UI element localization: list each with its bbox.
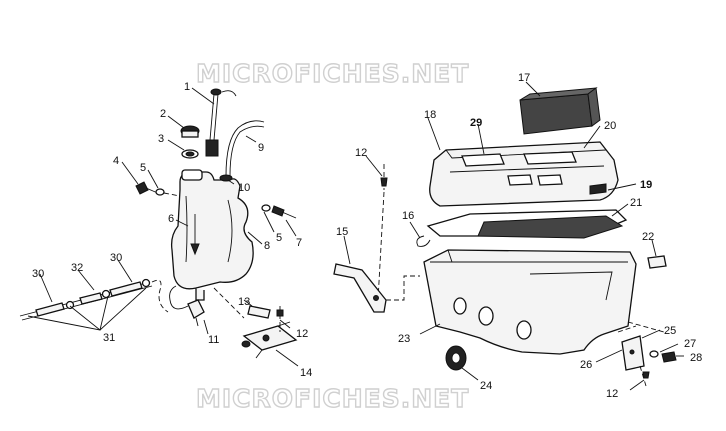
clamp-a bbox=[65, 300, 75, 310]
callout-16: 16 bbox=[402, 210, 414, 222]
fuel-line-assembly bbox=[19, 278, 169, 321]
outlet-fitting bbox=[195, 288, 205, 301]
callout-12-tank: 12 bbox=[296, 328, 308, 340]
watermark-bottom: MICROFICHES.NET bbox=[196, 384, 469, 413]
callout-14: 14 bbox=[300, 367, 312, 379]
grommet-24 bbox=[445, 345, 467, 371]
grommet bbox=[219, 174, 233, 182]
cover-latch bbox=[589, 183, 607, 195]
filler-neck bbox=[181, 169, 203, 181]
foam-filter bbox=[519, 87, 601, 135]
callout-3: 3 bbox=[158, 133, 164, 145]
callout-24: 24 bbox=[480, 380, 492, 392]
fuel-tank-assembly bbox=[170, 169, 254, 301]
callout-5-right: 5 bbox=[276, 232, 282, 244]
airbox-cover bbox=[429, 141, 619, 207]
fuel-filter bbox=[79, 292, 103, 305]
callout-32: 32 bbox=[71, 262, 83, 274]
clamp-c bbox=[141, 278, 151, 288]
callout-7: 7 bbox=[296, 237, 302, 249]
callout-10: 10 bbox=[238, 182, 250, 194]
callout-30-left: 30 bbox=[32, 268, 44, 280]
fuel-line-30b bbox=[109, 281, 143, 297]
callout-20: 20 bbox=[604, 120, 616, 132]
callout-12-airbox: 12 bbox=[355, 147, 367, 159]
washer-5a bbox=[155, 188, 165, 196]
drain-fitting bbox=[169, 285, 205, 327]
callout-labels: 1 2 3 4 5 5 6 7 8 9 10 11 12 12 12 13 14… bbox=[32, 72, 702, 400]
callout-13: 13 bbox=[238, 296, 250, 308]
airbox-bracket bbox=[333, 263, 387, 313]
callout-29: 29 bbox=[470, 117, 482, 129]
bolt-28 bbox=[661, 351, 677, 363]
bolt-4 bbox=[135, 181, 161, 195]
cover-recess-29 bbox=[461, 153, 505, 167]
callout-17: 17 bbox=[518, 72, 530, 84]
callout-22: 22 bbox=[642, 231, 654, 243]
callout-18: 18 bbox=[424, 109, 436, 121]
callout-12-lower: 12 bbox=[606, 388, 618, 400]
callout-30-right: 30 bbox=[110, 252, 122, 264]
vent-hose bbox=[225, 120, 265, 177]
retaining-clip bbox=[647, 255, 667, 269]
callout-4: 4 bbox=[113, 155, 119, 167]
hose-clip bbox=[416, 235, 431, 247]
callout-19: 19 bbox=[640, 179, 652, 191]
callout-6: 6 bbox=[168, 213, 174, 225]
airbox-base bbox=[423, 249, 637, 355]
callout-9: 9 bbox=[258, 142, 264, 154]
callout-15: 15 bbox=[336, 226, 348, 238]
callout-11: 11 bbox=[208, 334, 219, 346]
callout-26: 26 bbox=[580, 359, 592, 371]
callout-31: 31 bbox=[103, 332, 115, 344]
fuel-tank bbox=[170, 171, 254, 290]
callout-23: 23 bbox=[398, 333, 410, 345]
callout-1: 1 bbox=[184, 81, 190, 93]
washer-5b bbox=[261, 204, 271, 212]
callout-5-left: 5 bbox=[140, 162, 146, 174]
callout-2: 2 bbox=[160, 108, 166, 120]
foam-element bbox=[477, 215, 624, 239]
watermark-top: MICROFICHES.NET bbox=[196, 59, 469, 88]
fuel-line-30a bbox=[35, 302, 65, 317]
clamp-b bbox=[101, 289, 111, 299]
fuel-gauge-rod bbox=[205, 88, 237, 157]
callout-8: 8 bbox=[264, 240, 270, 252]
callout-25: 25 bbox=[664, 325, 676, 337]
fuel-cap bbox=[180, 125, 200, 138]
callout-21: 21 bbox=[630, 197, 642, 209]
washer-27 bbox=[649, 350, 659, 358]
tank-bracket bbox=[213, 287, 298, 359]
callout-27: 27 bbox=[684, 338, 696, 350]
leader-lines bbox=[27, 81, 684, 391]
callout-28: 28 bbox=[690, 352, 702, 364]
